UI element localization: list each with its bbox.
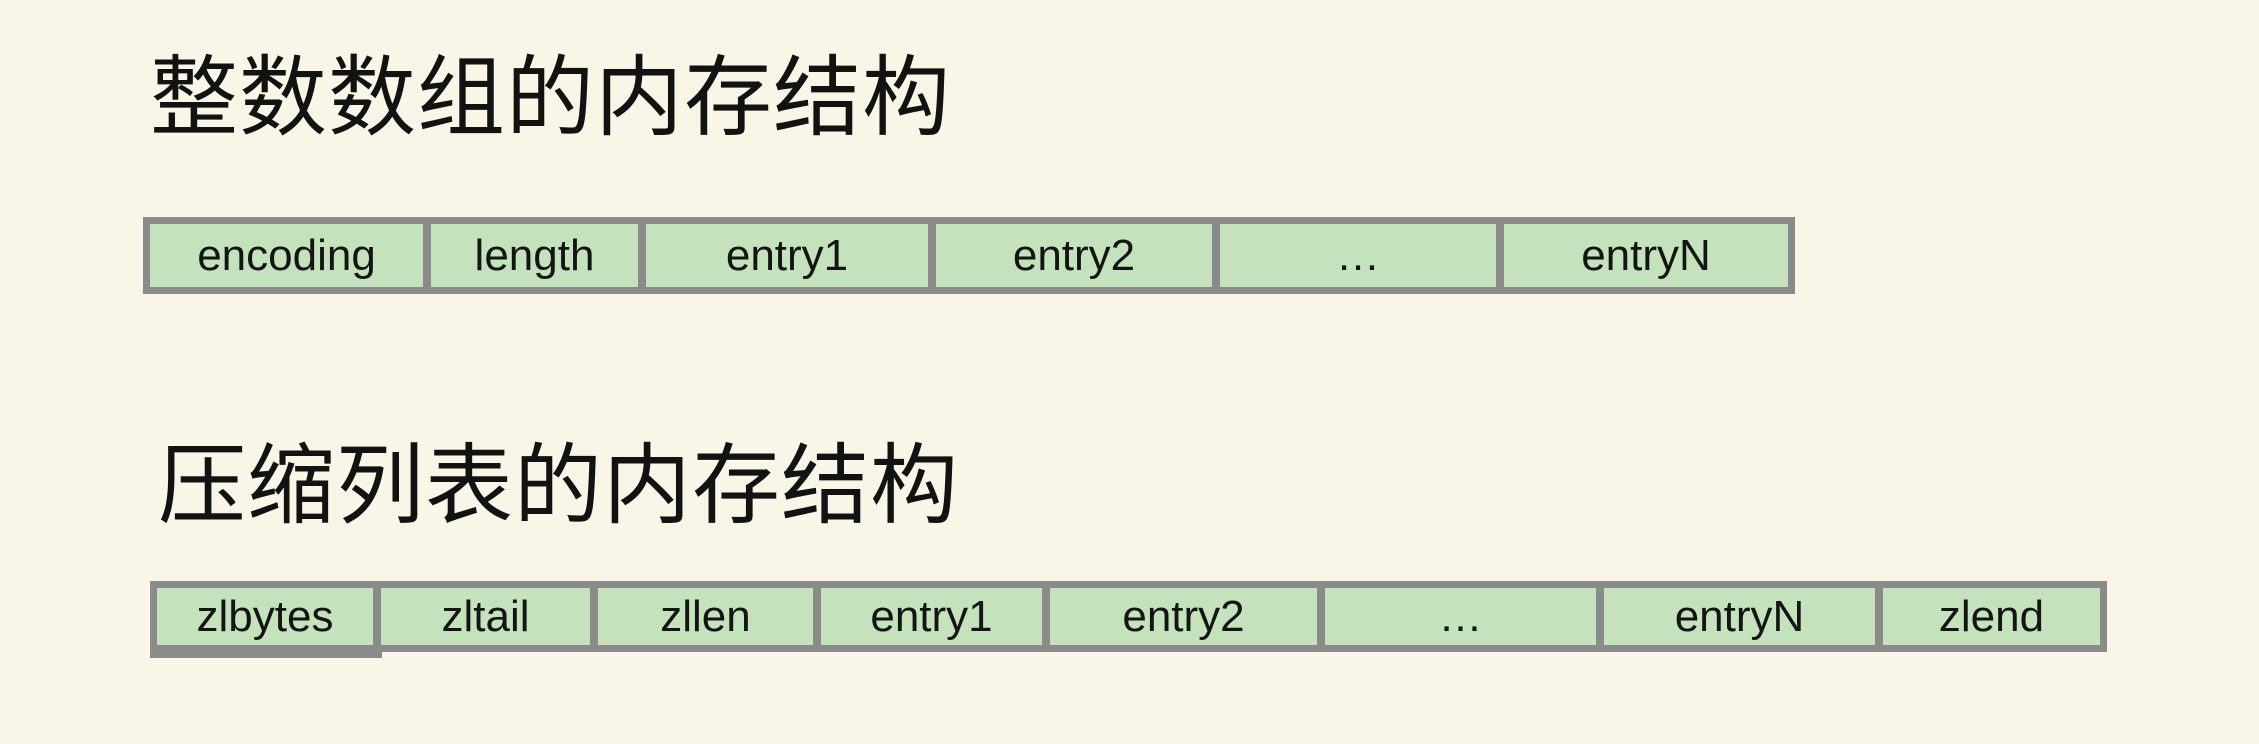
memory-cell: entryN	[1604, 588, 1875, 645]
memory-cell: …	[1325, 588, 1596, 645]
memory-cell: entry2	[1050, 588, 1317, 645]
memory-cell: entry1	[821, 588, 1042, 645]
memory-cell: entry2	[936, 224, 1212, 287]
ziplist-title: 压缩列表的内存结构	[158, 436, 960, 535]
memory-cell: zltail	[381, 588, 590, 645]
integer-array-title: 整数数组的内存结构	[150, 48, 952, 147]
memory-cell: zlbytes	[150, 588, 382, 658]
memory-cell: zlend	[1883, 588, 2100, 645]
memory-cell: …	[1220, 224, 1496, 287]
memory-cell: zllen	[598, 588, 813, 645]
memory-cell: length	[431, 224, 638, 287]
memory-cell: encoding	[150, 224, 423, 287]
memory-cell: entryN	[1504, 224, 1788, 287]
memory-cell: entry1	[646, 224, 928, 287]
